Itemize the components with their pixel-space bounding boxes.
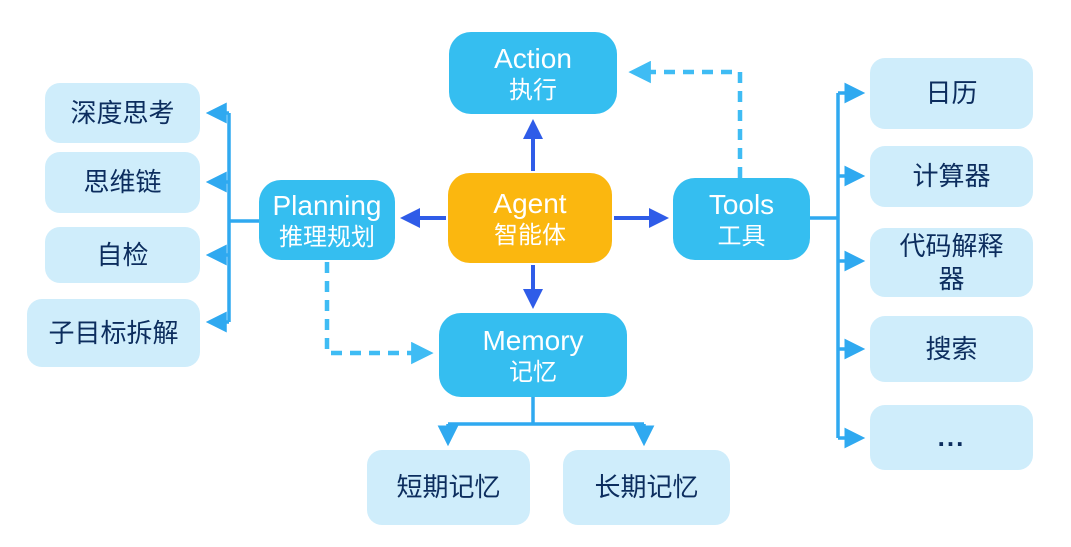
node-memory-subtitle: 记忆 <box>509 358 557 386</box>
node-tools-title: Tools <box>708 188 775 220</box>
node-action: Action 执行 <box>449 32 617 114</box>
node-planning-title: Planning <box>272 189 382 221</box>
node-memory: Memory 记忆 <box>439 313 627 397</box>
node-calculator: 计算器 <box>870 146 1033 207</box>
node-agent: Agent 智能体 <box>448 173 612 263</box>
node-calendar-label: 日历 <box>925 78 978 109</box>
node-subgoal-decomposition-label: 子目标拆解 <box>48 317 179 348</box>
node-more-tools-label: ... <box>937 422 966 453</box>
node-self-check-label: 自检 <box>96 239 149 270</box>
node-code-interpreter-label: 代码解释器 <box>899 231 1004 294</box>
node-calculator-label: 计算器 <box>912 161 991 192</box>
node-long-term-memory: 长期记忆 <box>563 450 730 525</box>
node-tools-subtitle: 工具 <box>717 222 766 250</box>
node-planning-subtitle: 推理规划 <box>279 223 375 251</box>
node-calendar: 日历 <box>870 58 1033 129</box>
node-agent-title: Agent <box>493 187 567 219</box>
node-more-tools: ... <box>870 405 1033 470</box>
node-search-label: 搜索 <box>925 333 978 364</box>
node-chain-of-thought: 思维链 <box>45 152 200 213</box>
node-planning: Planning 推理规划 <box>259 180 395 260</box>
node-memory-title: Memory <box>482 324 584 356</box>
node-chain-of-thought-label: 思维链 <box>83 167 162 198</box>
node-code-interpreter: 代码解释器 <box>870 228 1033 297</box>
node-long-term-memory-label: 长期记忆 <box>594 472 699 503</box>
node-tools: Tools 工具 <box>673 178 810 260</box>
node-search: 搜索 <box>870 316 1033 382</box>
node-deep-thinking-label: 深度思考 <box>70 97 175 128</box>
connector-tools-to-action-dashed <box>628 60 743 178</box>
node-short-term-memory: 短期记忆 <box>367 450 530 525</box>
connector-planning-to-memory-dashed <box>324 262 434 365</box>
node-action-title: Action <box>494 42 572 74</box>
node-action-subtitle: 执行 <box>509 76 557 104</box>
node-subgoal-decomposition: 子目标拆解 <box>27 299 200 367</box>
node-short-term-memory-label: 短期记忆 <box>396 472 501 503</box>
node-self-check: 自检 <box>45 227 200 283</box>
node-agent-subtitle: 智能体 <box>494 221 566 249</box>
node-deep-thinking: 深度思考 <box>45 83 200 143</box>
